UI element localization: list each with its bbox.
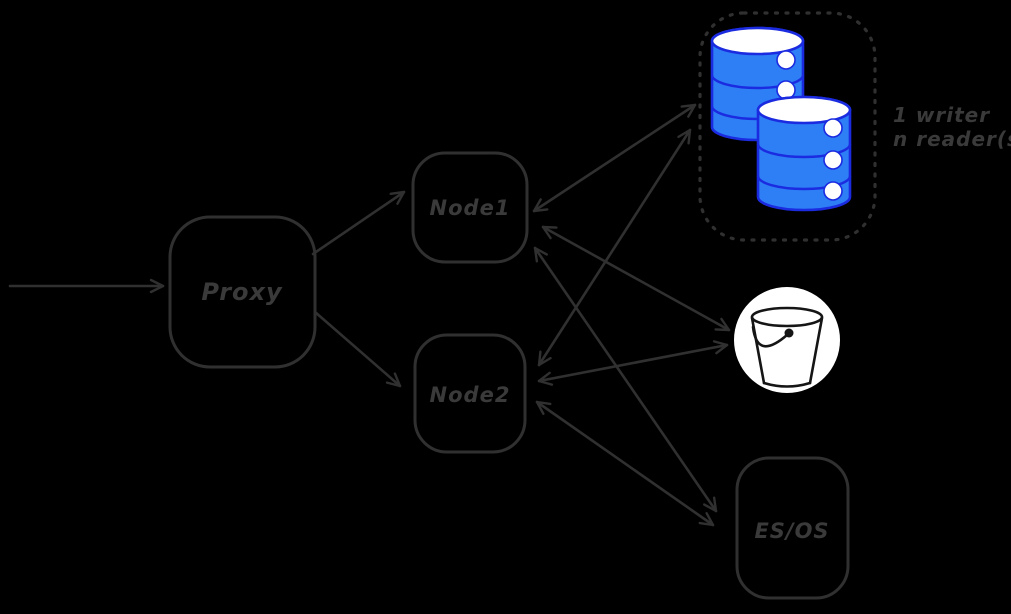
node1-label: Node1 xyxy=(430,196,511,220)
disk-dot xyxy=(823,118,843,138)
db-cylinder-top xyxy=(710,26,805,56)
esos-box xyxy=(735,456,850,600)
node2-box xyxy=(413,333,527,454)
esos-label: ES/OS xyxy=(754,519,829,543)
disk-dot xyxy=(776,50,796,70)
disk-dot xyxy=(823,181,843,201)
arrow-node2-esos xyxy=(535,400,715,527)
bucket-badge-circle xyxy=(734,287,840,393)
node1-box xyxy=(411,151,529,264)
proxy-node: Proxy xyxy=(168,215,317,369)
edges-layer xyxy=(8,103,731,527)
db-cluster-annotation: 1 writer n reader(s) xyxy=(893,103,1011,151)
db-annotation-line1: 1 writer xyxy=(893,103,990,127)
db-cylinder-separator xyxy=(756,143,852,159)
db-cluster-group: 1 writer n reader(s) xyxy=(698,11,1011,242)
arrow-node2-bucket xyxy=(537,340,729,386)
db-cylinder-separator xyxy=(710,74,805,90)
bucket-handle-dot xyxy=(784,328,794,338)
db-cylinder-separator xyxy=(756,175,852,191)
node2-node: Node2 xyxy=(413,333,527,454)
bucket-right-side xyxy=(808,316,824,385)
database-cylinder-front xyxy=(756,95,852,212)
node2-label: Node2 xyxy=(430,383,511,407)
bucket-icon xyxy=(750,306,824,388)
bucket-group xyxy=(734,287,840,393)
proxy-box xyxy=(168,215,317,369)
database-cluster-icon xyxy=(710,26,852,212)
bucket-bottom xyxy=(762,381,812,388)
arrow-node1-esos xyxy=(533,246,718,513)
arrow-proxy-to-node2 xyxy=(313,310,402,388)
esos-node: ES/OS xyxy=(735,456,850,600)
disk-dot xyxy=(823,150,843,170)
arrow-proxy-to-node1 xyxy=(311,190,406,256)
db-cluster-dashed-border xyxy=(698,11,877,242)
proxy-label: Proxy xyxy=(201,278,283,306)
node1-node: Node1 xyxy=(411,151,529,264)
db-annotation-line2: n reader(s) xyxy=(893,127,1011,151)
db-cylinder-top xyxy=(756,95,852,125)
arrow-node2-db xyxy=(537,128,692,367)
bucket-handle xyxy=(751,325,789,348)
